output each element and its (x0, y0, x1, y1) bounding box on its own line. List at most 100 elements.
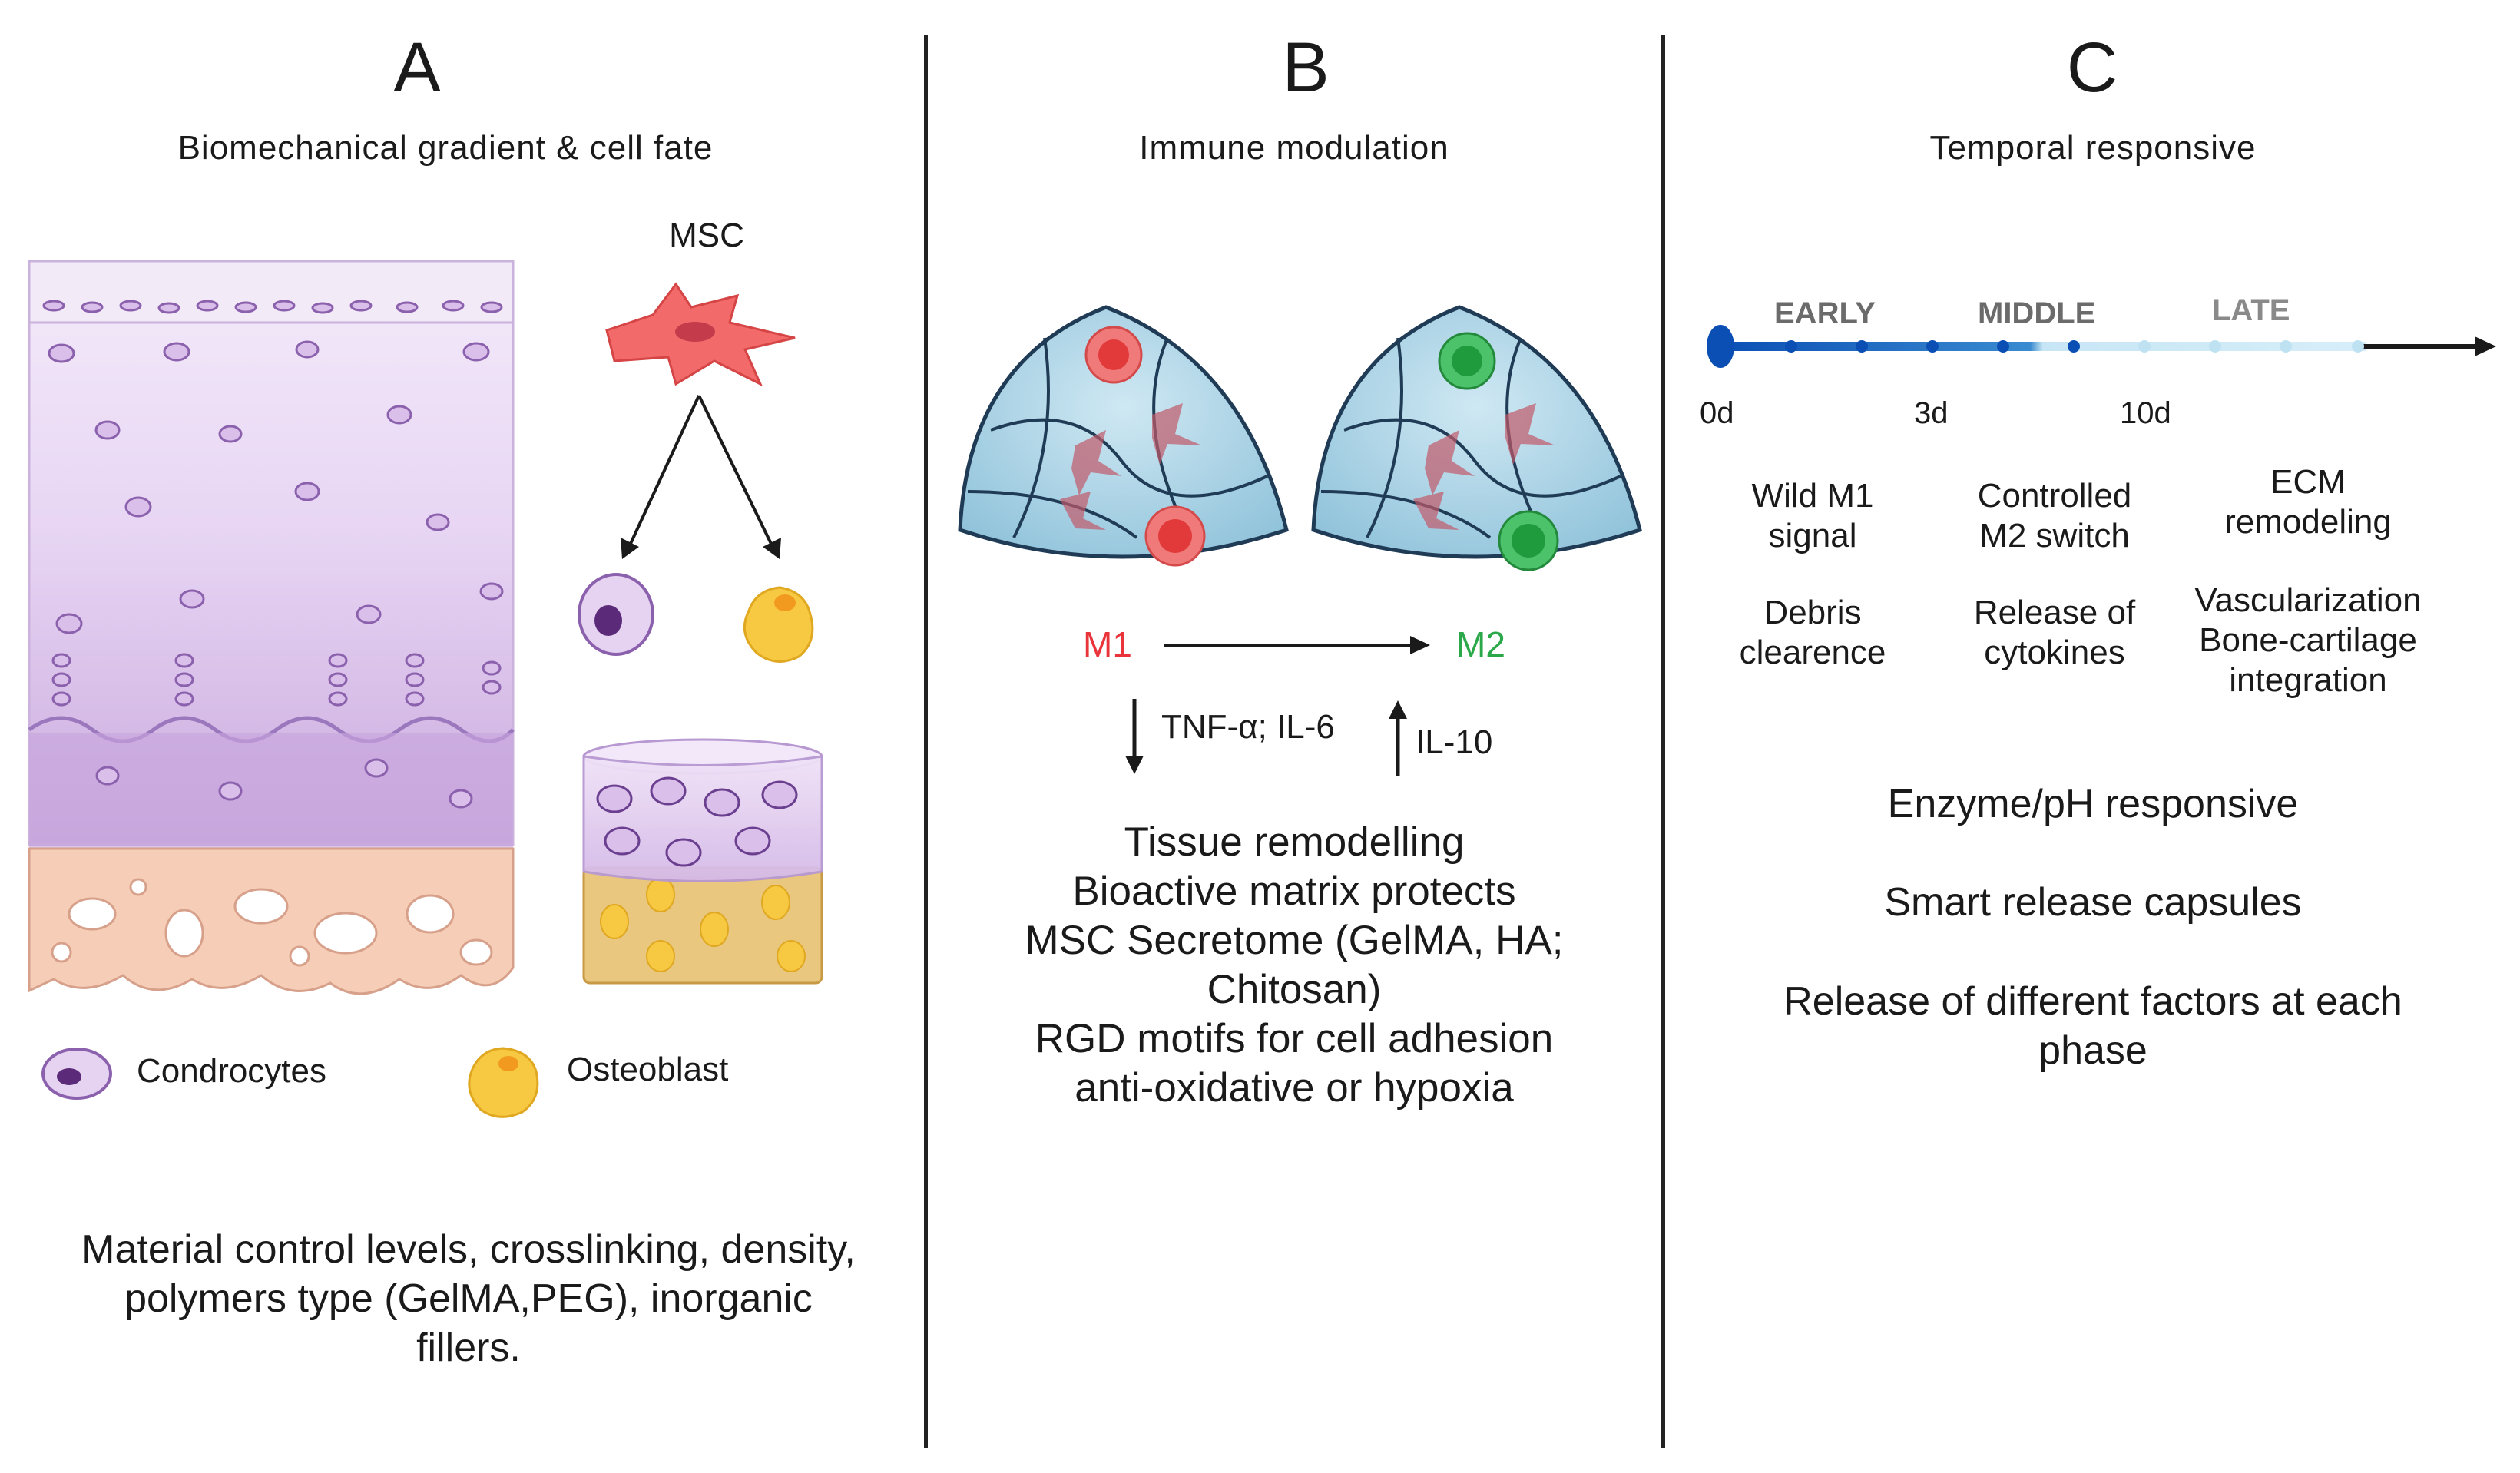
feature-release-factors-line: Release of different factors at each (1783, 979, 2402, 1024)
timeline-bar (1720, 342, 2366, 351)
feature-release-factors: Release of different factors at each pha… (1671, 977, 2515, 1075)
m2-macrophage-nucleus (1452, 346, 1482, 376)
early-event-1: Wild M1 signal (1697, 476, 1928, 556)
cartilage-scaffold-layer (582, 755, 823, 882)
msc-arrow-osteo-head (763, 538, 781, 559)
middle-event-2-line: Release of (1973, 594, 2136, 631)
down-regulated-label: TNF-α; IL-6 (1161, 708, 1335, 746)
m1-label: M1 (1083, 624, 1132, 664)
bone-pore (233, 888, 289, 925)
caption-line: polymers type (GelMA,PEG), inorganic (124, 1276, 813, 1321)
late-event-2-line: Bone-cartilage (2199, 621, 2417, 659)
panel-b-line: Chitosan) (1207, 967, 1382, 1012)
cartilage-scaffold-chondrocytes (596, 776, 798, 867)
day-0: 0d (1700, 396, 1734, 430)
down-arrow-head (1125, 756, 1144, 774)
panel-b-text: Tissue remodelling Bioactive matrix prot… (929, 818, 1659, 1113)
up-arrow-head (1389, 700, 1407, 719)
divider-left (924, 35, 928, 1448)
osteoblast-nucleus (774, 594, 796, 611)
legend-condrocyte-nucleus (57, 1068, 81, 1085)
feature-smart-release: Smart release capsules (1884, 880, 2302, 925)
superficial-zone (28, 260, 515, 324)
panel-a-caption: Material control levels, crosslinking, d… (31, 1225, 906, 1372)
divider-right (1661, 35, 1665, 1448)
bone-pore (164, 909, 204, 958)
bone-pore (406, 894, 455, 934)
bone-scaffold-osteoblasts (600, 877, 806, 972)
msc-label: MSC (669, 217, 744, 254)
panel-c-subtitle: Temporal responsive (1929, 129, 2257, 167)
m2-fibroblast (1505, 403, 1555, 465)
panel-b-line: MSC Secretome (GelMA, HA; (1025, 918, 1564, 963)
m2-fibroblast (1425, 430, 1475, 495)
up-regulated-label: IL-10 (1416, 723, 1493, 761)
caption-line: fillers. (416, 1326, 521, 1370)
early-event-1-line: Wild M1 (1751, 477, 1874, 515)
bone-pore (129, 878, 147, 896)
timeline-start (1707, 325, 1734, 368)
timeline-ticks (1785, 340, 2080, 353)
panel-a-subtitle: Biomechanical gradient & cell fate (177, 129, 714, 167)
late-event-2: Vascularization Bone-cartilage integrati… (2158, 581, 2458, 700)
early-event-2-line: Debris (1763, 594, 1862, 631)
legend-condrocytes-label: Condrocytes (137, 1052, 327, 1090)
phase-early: EARLY (1774, 296, 1876, 330)
panel-b-line: Bioactive matrix protects (1072, 869, 1516, 914)
msc-arrow-chondro-head (621, 538, 639, 559)
phase-middle: MIDDLE (1978, 296, 2096, 330)
legend-osteoblast-icon (468, 1047, 539, 1118)
bone-pore (51, 942, 72, 963)
bone-pore (459, 938, 493, 966)
msc-arrow-osteo (697, 395, 773, 546)
panel-c-letter: C (2066, 28, 2118, 107)
bone-pore (289, 945, 310, 967)
chondrocyte-nucleus (594, 605, 622, 636)
panel-b-line: anti-oxidative or hypoxia (1075, 1065, 1514, 1111)
msc-nucleus (675, 322, 715, 342)
timeline-arrow-head (2475, 336, 2496, 356)
bone-pore (313, 912, 378, 955)
panel-a-letter: A (393, 28, 441, 107)
middle-event-1: Controlled M2 switch (1939, 476, 2170, 556)
late-event-2-line: integration (2229, 661, 2387, 699)
m2-macrophage-nucleus (1512, 524, 1545, 558)
m2-label: M2 (1456, 624, 1505, 664)
feature-enzyme-ph: Enzyme/pH responsive (1887, 782, 2299, 826)
middle-event-2-line: cytokines (1984, 634, 2125, 671)
phase-late: LATE (2212, 293, 2290, 327)
timeline-ticks-late (2138, 340, 2364, 353)
m1-fibroblast (1060, 492, 1106, 530)
early-event-1-line: signal (1768, 517, 1857, 554)
late-event-1-line: remodeling (2224, 503, 2392, 541)
m1-fibroblast (1071, 430, 1121, 495)
m1-macrophage-nucleus (1158, 519, 1192, 553)
calcified-zone (29, 733, 513, 849)
middle-event-1-line: Controlled (1977, 477, 2132, 515)
day-3: 3d (1914, 396, 1949, 430)
legend-osteoblast-label: Osteoblast (567, 1051, 729, 1088)
early-event-2: Debris clearence (1697, 593, 1928, 673)
m2-fibroblast (1413, 492, 1459, 530)
panel-b-line: RGD motifs for cell adhesion (1035, 1016, 1554, 1061)
legend-osteoblast-nucleus (498, 1056, 518, 1071)
late-event-1: ECM remodeling (2174, 462, 2442, 542)
late-event-1-line: ECM (2270, 463, 2346, 501)
chondrocyte-cells (42, 300, 504, 809)
m1-fibroblast (1152, 403, 1202, 465)
panel-b-line: Tissue remodelling (1124, 819, 1465, 865)
m1-m2-arrow-head (1410, 636, 1430, 654)
feature-release-factors-line: phase (2038, 1028, 2147, 1073)
panel-b-subtitle: Immune modulation (1139, 129, 1449, 167)
late-event-2-line: Vascularization (2194, 581, 2422, 619)
middle-event-2: Release of cytokines (1939, 593, 2170, 673)
middle-event-1-line: M2 switch (1979, 517, 2130, 554)
caption-line: Material control levels, crosslinking, d… (81, 1227, 856, 1272)
early-event-2-line: clearence (1739, 634, 1886, 671)
m1-macrophage-nucleus (1098, 339, 1129, 370)
panel-b-letter: B (1282, 28, 1330, 107)
bone-pore (68, 897, 117, 931)
day-10: 10d (2120, 396, 2171, 430)
msc-arrow-chondro (628, 395, 700, 546)
